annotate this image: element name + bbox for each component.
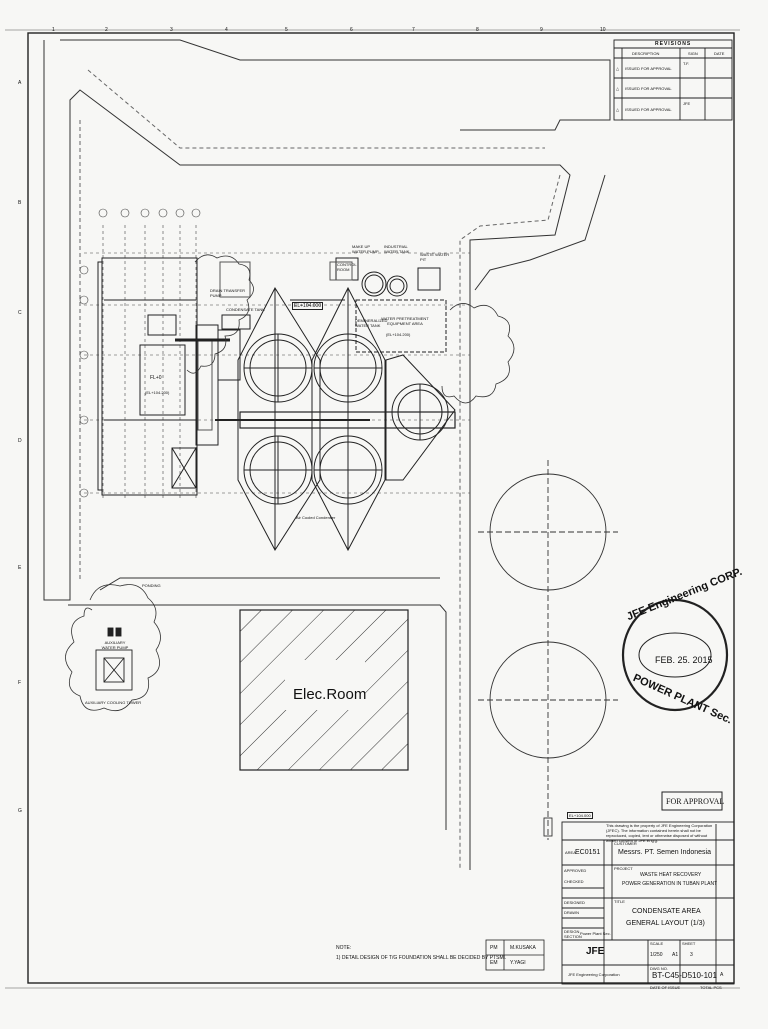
- revision-no: △: [616, 107, 620, 112]
- drain-transfer-label: DRAIN TRANSFER PUMP: [210, 288, 246, 298]
- grid-row-label: B: [18, 200, 22, 206]
- checked-label: CHECKED: [564, 879, 584, 884]
- grid-row-label: D: [18, 438, 22, 444]
- signer-name: Y.YAGI: [510, 960, 526, 966]
- note-label: NOTE:: [336, 945, 352, 951]
- grid-row-label: C: [18, 310, 22, 316]
- grid-col-label: 1: [52, 27, 55, 33]
- title-line1: CONDENSATE AREA: [632, 908, 701, 915]
- turbine-building: [97, 257, 370, 496]
- title-line2: GENERAL LAYOUT (1/3): [626, 920, 705, 927]
- aux-cooling-tower: [95, 627, 133, 691]
- revision-sign: T.F.: [683, 61, 690, 66]
- water-treatment-area: [329, 257, 447, 353]
- revision-no: △: [616, 66, 620, 71]
- date-of-issue-label: DATE OF ISSUE: [650, 985, 681, 990]
- revisions-frame: [613, 39, 733, 121]
- signer-name: M.KUSAKA: [510, 945, 536, 951]
- revisions-col-description: DESCRIPTION: [632, 51, 660, 56]
- grid-col-label: 8: [476, 27, 479, 33]
- ponding-label: PONDING: [142, 583, 161, 588]
- revision-no: △: [616, 86, 620, 91]
- grid-col-label: 9: [540, 27, 543, 33]
- customer-label: CUSTOMER: [614, 841, 637, 846]
- drawn-label: DRAWN: [564, 910, 579, 915]
- project-line2: POWER GENERATION IN TUBAN PLANT: [622, 881, 718, 887]
- title-label: TITLE: [614, 899, 625, 904]
- designed-label: DESIGNED: [564, 900, 585, 905]
- air-cooled-condenser: [237, 286, 456, 552]
- control-room-label: CONTROL ROOM: [337, 262, 357, 272]
- title-block-frame: [561, 821, 735, 985]
- water-pretreatment-elevation: (EL+104.200): [386, 332, 411, 337]
- outer-border: [27, 32, 735, 984]
- for-approval-label: FOR APPROVAL: [666, 797, 725, 806]
- area-value: EC0151: [575, 849, 601, 856]
- revisions-title: REVISIONS: [655, 41, 692, 47]
- air-cooled-condenser-label: Air Cooled Condenser: [296, 515, 336, 520]
- grid-col-label: 7: [412, 27, 415, 33]
- revisions-col-date: DATE: [714, 51, 725, 56]
- future-tank-circles: [478, 460, 618, 840]
- signer-role: EM: [490, 960, 498, 966]
- condensate-tank-label: CONDENSATE TANK: [226, 307, 265, 312]
- grid-col-label: 4: [225, 27, 228, 33]
- water-pretreatment-label: WATER PRETREATMENT EQUIPMENT AREA: [381, 316, 429, 326]
- scale-label: SCALE: [650, 941, 664, 946]
- stamp-date: FEB. 25. 2015: [655, 655, 713, 665]
- grid-col-label: 10: [600, 27, 606, 33]
- grid-row-label: F: [18, 680, 22, 686]
- industrial-tank-label: INDUSTRIAL WATER TANK: [384, 244, 410, 254]
- project-label: PROJECT: [614, 866, 633, 871]
- grid-col-label: 2: [105, 27, 108, 33]
- revision-sign: JFE: [683, 101, 691, 106]
- approved-label: APPROVED: [564, 868, 587, 873]
- tg-elevation: (EL+104.200): [145, 390, 170, 395]
- approval-stamp: [621, 598, 729, 712]
- total-pcs-label: TOTAL PCS: [700, 985, 722, 990]
- revision-description: ISSUED FOR APPROVAL: [625, 66, 672, 71]
- customer-value: Messrs. PT. Semen Indonesia: [618, 849, 711, 856]
- drawing-no-label: DWG NO.: [650, 966, 668, 971]
- sheet-label: SHEET: [682, 941, 696, 946]
- grid-row-label: G: [18, 808, 22, 814]
- elec-room-label: Elec.Room: [293, 686, 367, 703]
- revision-value: A: [720, 972, 724, 978]
- size-value: A1: [672, 952, 679, 958]
- signer-box: [485, 939, 545, 971]
- tg-label: FL+0: [150, 375, 162, 381]
- project-line1: WASTE HEAT RECOVERY: [640, 872, 702, 878]
- note-text: 1) DETAIL DESIGN OF T/G FOUNDATION SHALL…: [336, 955, 507, 961]
- design-section-value: Power Plant Sec.: [580, 931, 611, 936]
- bottom-el-label: EL+104.000: [567, 812, 593, 819]
- el-label: EL+104.000: [292, 302, 324, 310]
- access-road: [43, 39, 611, 870]
- company-name: JFE Engineering Corporation: [568, 972, 620, 977]
- aux-pump-label: AUXILIARY WATER PUMP: [101, 640, 129, 650]
- area-label: AREA: [565, 850, 576, 855]
- aux-tower-label: AUXILIARY COOLING TOWER: [85, 700, 142, 705]
- drawing-no-value: BT-C45-D510-101: [652, 971, 717, 980]
- design-section-label: DESIGN SECTION: [564, 929, 582, 939]
- for-approval-box: [661, 791, 723, 811]
- revisions-col-sign: SIGN: [688, 51, 698, 56]
- grid-col-label: 6: [350, 27, 353, 33]
- grid-row-label: A: [18, 80, 22, 86]
- signer-role: PM: [490, 945, 498, 951]
- revision-description: ISSUED FOR APPROVAL: [625, 86, 672, 91]
- demin-tank-label: DEMINERALIZED WATER TANK: [355, 318, 388, 328]
- grid-col-label: 5: [285, 27, 288, 33]
- grid-row-label: E: [18, 565, 22, 571]
- scale-value: 1/250: [650, 952, 663, 958]
- waste-water-label: WASTE WATER PIT: [420, 252, 450, 262]
- jfe-logo: JFE: [586, 946, 605, 957]
- grid-col-label: 3: [170, 27, 173, 33]
- tree-clusters: [65, 254, 515, 712]
- ownership-notice: This drawing is the property of JFE Engi…: [606, 823, 713, 843]
- revision-description: ISSUED FOR APPROVAL: [625, 107, 672, 112]
- makeup-pump-label: MAKE UP WATER PUMP: [352, 244, 379, 254]
- sheet-value: 3: [690, 952, 693, 958]
